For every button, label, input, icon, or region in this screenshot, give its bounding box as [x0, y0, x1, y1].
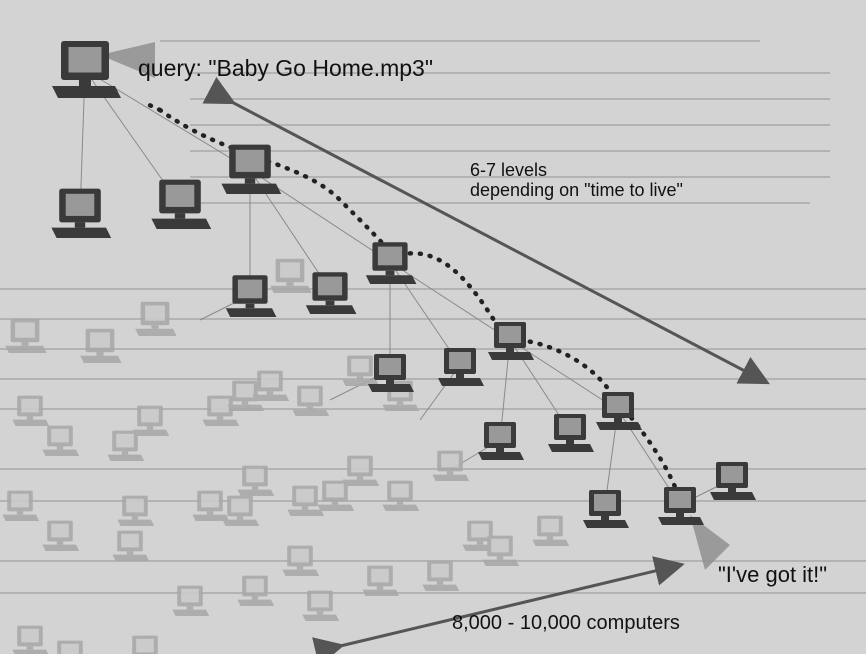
network-size-label: 8,000 - 10,000 computers — [452, 612, 680, 634]
query-label: query: "Baby Go Home.mp3" — [138, 55, 434, 81]
ttl-levels-label: 6-7 levels depending on "time to live" — [470, 160, 683, 200]
query-dots-start — [142, 100, 163, 113]
computer-icon — [596, 392, 642, 430]
computer-icon — [583, 490, 629, 528]
computer-icon — [305, 272, 357, 314]
found-label: "I've got it!" — [718, 562, 828, 587]
ttl-arrow — [202, 76, 770, 385]
found-beam — [690, 515, 730, 570]
ttl-levels-line1: 6-7 levels — [470, 160, 548, 180]
computer-icon — [151, 179, 212, 229]
computer-icon — [365, 242, 417, 284]
target-computer-icon — [658, 487, 704, 525]
computer-icon — [710, 462, 756, 500]
computer-icon — [438, 348, 484, 386]
source-computer-icon — [52, 41, 121, 98]
network-links — [79, 69, 731, 506]
computer-icon — [488, 322, 534, 360]
computer-icon — [368, 354, 414, 392]
computer-icon — [221, 144, 282, 194]
network-size-arrow — [312, 556, 685, 654]
computer-icon — [478, 422, 524, 460]
computer-icon — [548, 414, 594, 452]
query-beam — [100, 42, 155, 78]
computer-icon — [225, 275, 277, 317]
ttl-levels-line2: depending on "time to live" — [470, 180, 683, 200]
computer-icon — [51, 188, 112, 238]
